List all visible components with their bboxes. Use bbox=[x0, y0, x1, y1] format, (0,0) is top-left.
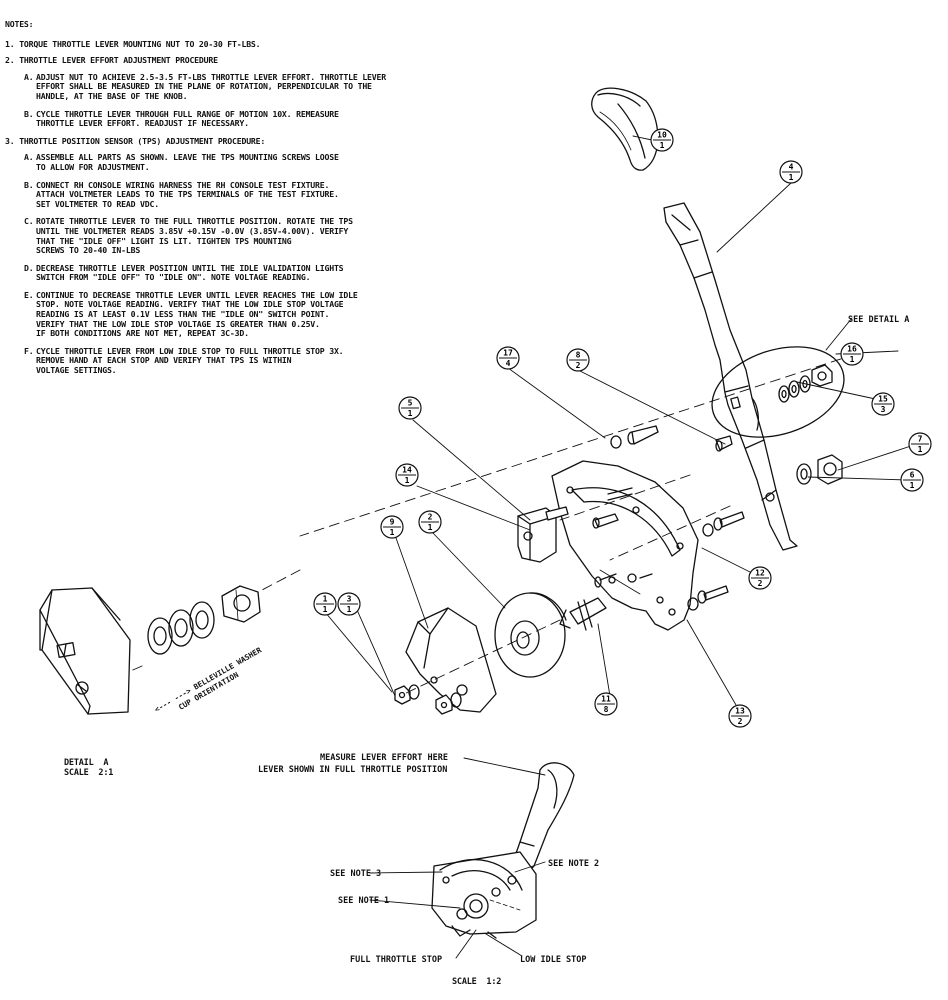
leader-lines bbox=[324, 135, 918, 959]
assembled-view bbox=[431, 762, 575, 939]
balloon-part-1: 11 bbox=[313, 592, 337, 616]
balloon-item-number: 9 bbox=[390, 518, 395, 527]
note-2: 2. THROTTLE LEVER EFFORT ADJUSTMENT PROC… bbox=[5, 55, 218, 66]
low-idle-stop-label: LOW IDLE STOP bbox=[520, 955, 587, 965]
note-2-step-a: A.ADJUST NUT TO ACHIEVE 2.5-3.5 FT-LBS T… bbox=[24, 71, 386, 101]
note-1: 1. TORQUE THROTTLE LEVER MOUNTING NUT TO… bbox=[5, 38, 261, 49]
balloon-part-11: 118 bbox=[594, 692, 618, 716]
balloon-quantity: 1 bbox=[323, 605, 328, 614]
detail-a-handle-cup bbox=[39, 587, 131, 715]
throttle-lever-arm bbox=[663, 202, 798, 551]
lever-nut-and-washer bbox=[796, 454, 843, 485]
note-3-step-c: C.ROTATE THROTTLE LEVER TO THE FULL THRO… bbox=[24, 216, 353, 256]
see-note-1-label: SEE NOTE 1 bbox=[338, 896, 389, 906]
balloon-part-15: 153 bbox=[871, 392, 895, 416]
balloon-part-9: 91 bbox=[380, 515, 404, 539]
balloon-quantity: 1 bbox=[918, 445, 923, 454]
cam-part-9 bbox=[405, 607, 497, 713]
balloon-item-number: 15 bbox=[878, 395, 888, 404]
detail-a-ellipse bbox=[711, 346, 845, 438]
balloon-item-number: 11 bbox=[601, 695, 611, 704]
note-3-step-a: A.ASSEMBLE ALL PARTS AS SHOWN. LEAVE THE… bbox=[24, 152, 339, 172]
balloon-item-number: 10 bbox=[657, 131, 667, 140]
balloon-part-3: 31 bbox=[337, 592, 361, 616]
detail-a-title: DETAIL A bbox=[64, 758, 109, 768]
balloon-item-number: 2 bbox=[428, 513, 433, 522]
detail-a-washers bbox=[147, 585, 261, 655]
lever-position-label: LEVER SHOWN IN FULL THROTTLE POSITION bbox=[258, 765, 447, 775]
balloon-item-number: 14 bbox=[402, 466, 412, 475]
balloon-quantity: 1 bbox=[347, 605, 352, 614]
balloon-part-16: 161 bbox=[840, 342, 864, 366]
balloon-item-number: 16 bbox=[847, 345, 857, 354]
detail-a-scale: SCALE 2:1 bbox=[64, 768, 114, 778]
main-bracket bbox=[551, 460, 699, 631]
note-3-step-f: F.CYCLE THROTTLE LEVER FROM LOW IDLE STO… bbox=[24, 345, 344, 376]
tps-sensor-part-3 bbox=[559, 597, 607, 631]
balloon-quantity: 4 bbox=[506, 359, 511, 368]
balloon-part-10: 101 bbox=[650, 128, 674, 152]
balloon-quantity: 2 bbox=[758, 579, 763, 588]
balloon-quantity: 1 bbox=[660, 141, 665, 150]
note-3-step-b: B.CONNECT RH CONSOLE WIRING HARNESS THE … bbox=[24, 179, 339, 209]
balloon-part-7: 71 bbox=[908, 432, 932, 456]
notes-block: NOTES: 1. TORQUE THROTTLE LEVER MOUNTING… bbox=[5, 19, 475, 384]
balloon-quantity: 1 bbox=[408, 409, 413, 418]
notes-title: NOTES: bbox=[5, 19, 34, 29]
assembly-centerlines bbox=[109, 353, 857, 695]
balloon-part-6: 61 bbox=[900, 468, 924, 492]
scale-bottom-label: SCALE 1:2 bbox=[452, 977, 502, 987]
see-note-2-label: SEE NOTE 2 bbox=[548, 859, 599, 869]
belleville-washers-small bbox=[778, 364, 833, 403]
balloon-quantity: 1 bbox=[910, 481, 915, 490]
balloon-quantity: 1 bbox=[850, 355, 855, 364]
part-17-bolt bbox=[610, 425, 659, 449]
note-3-step-d: D.DECREASE THROTTLE LEVER POSITION UNTIL… bbox=[24, 262, 344, 283]
balloon-quantity: 3 bbox=[881, 405, 886, 414]
balloon-item-number: 1 bbox=[323, 595, 328, 604]
balloon-quantity: 1 bbox=[390, 528, 395, 537]
belleville-washer-label: <--- ---> BELLEVILLE WASHER bbox=[153, 645, 264, 714]
throttle-knob bbox=[591, 87, 659, 171]
balloon-part-5: 51 bbox=[398, 396, 422, 420]
balloon-item-number: 17 bbox=[503, 349, 513, 358]
balloon-quantity: 1 bbox=[789, 173, 794, 182]
balloon-part-17: 174 bbox=[496, 346, 520, 370]
balloon-item-number: 8 bbox=[576, 351, 581, 360]
note-3: 3. THROTTLE POSITION SENSOR (TPS) ADJUST… bbox=[5, 135, 266, 146]
bracket-bolts bbox=[592, 487, 745, 611]
balloon-part-8: 82 bbox=[566, 348, 590, 372]
small-nuts bbox=[394, 684, 462, 715]
note-2-step-b: B.CYCLE THROTTLE LEVER THROUGH FULL RANG… bbox=[24, 108, 339, 129]
balloon-item-number: 12 bbox=[755, 569, 765, 578]
balloon-item-number: 5 bbox=[408, 399, 413, 408]
balloon-item-number: 4 bbox=[789, 163, 794, 172]
see-note-3-label: SEE NOTE 3 bbox=[330, 869, 381, 879]
balloon-quantity: 2 bbox=[738, 717, 743, 726]
balloon-part-4: 41 bbox=[779, 160, 803, 184]
full-throttle-stop-label: FULL THROTTLE STOP bbox=[350, 955, 442, 965]
note-3-step-e: E.CONTINUE TO DECREASE THROTTLE LEVER UN… bbox=[24, 289, 358, 339]
balloon-quantity: 1 bbox=[428, 523, 433, 532]
see-detail-a-label: SEE DETAIL A bbox=[848, 315, 909, 325]
measure-effort-label: MEASURE LEVER EFFORT HERE bbox=[320, 753, 448, 763]
balloon-part-2: 21 bbox=[418, 510, 442, 534]
balloon-part-13: 132 bbox=[728, 704, 752, 728]
balloon-item-number: 7 bbox=[918, 435, 923, 444]
tps-sensor-block bbox=[517, 506, 569, 563]
balloon-quantity: 8 bbox=[604, 705, 609, 714]
balloon-part-12: 122 bbox=[748, 566, 772, 590]
balloon-item-number: 6 bbox=[910, 471, 915, 480]
balloon-item-number: 13 bbox=[735, 707, 745, 716]
balloon-quantity: 1 bbox=[405, 476, 410, 485]
balloon-part-14: 141 bbox=[395, 463, 419, 487]
drum-part-2 bbox=[494, 592, 567, 678]
balloon-quantity: 2 bbox=[576, 361, 581, 370]
part-balloons: 1014116115371611748251141912112213211831… bbox=[313, 128, 932, 728]
balloon-item-number: 3 bbox=[347, 595, 352, 604]
